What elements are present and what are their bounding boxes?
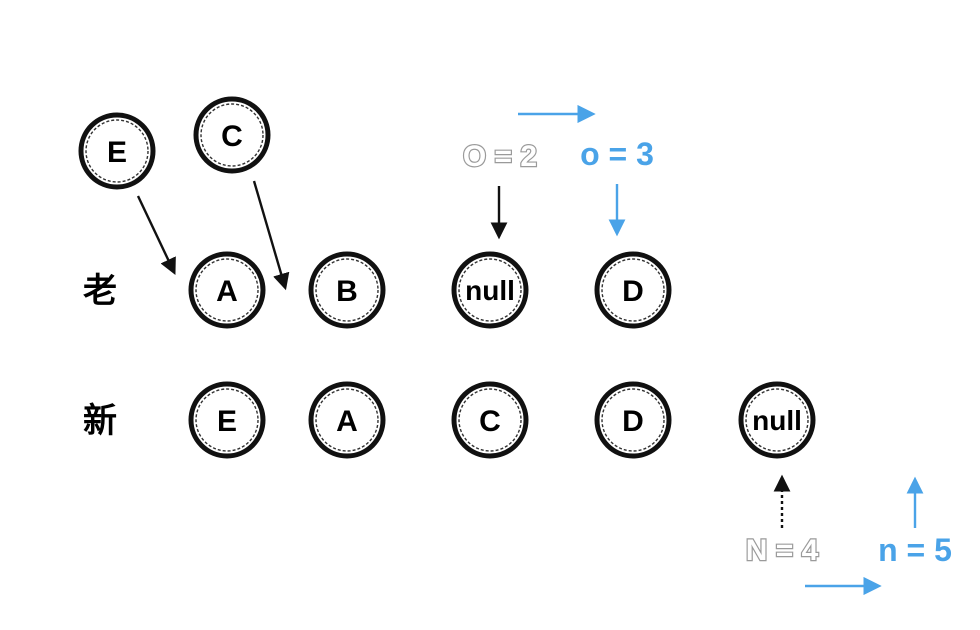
old-node-a: A: [188, 251, 266, 329]
arrow-c-to-b: [252, 180, 290, 291]
old-node-b: B: [308, 251, 386, 329]
node-label: C: [479, 405, 501, 438]
old-current-pointer-label: o = 3: [580, 136, 654, 172]
row-label-old: 老: [83, 271, 117, 311]
old-node-d: D: [594, 251, 672, 329]
node-label: D: [622, 405, 644, 438]
node-label: A: [216, 275, 238, 308]
old-prev-pointer-label: O = 2: [463, 140, 537, 173]
row-label-new: 新: [83, 401, 117, 441]
node-label: null: [465, 275, 515, 306]
node-label: A: [336, 405, 358, 438]
node-label: E: [107, 136, 127, 169]
node-label: D: [622, 275, 644, 308]
node-label: B: [336, 275, 358, 308]
new-node-null: null: [738, 381, 816, 459]
node-label: null: [752, 405, 802, 436]
loose-node-c: C: [193, 96, 271, 174]
node-label: E: [217, 405, 237, 438]
new-node-a: A: [308, 381, 386, 459]
new-node-e: E: [188, 381, 266, 459]
new-prev-pointer-label: N = 4: [746, 534, 819, 567]
node-label: C: [221, 120, 243, 153]
new-node-c: C: [451, 381, 529, 459]
arrow-e-to-a: [136, 195, 176, 276]
old-node-null: null: [451, 251, 529, 329]
new-current-pointer-label: n = 5: [878, 532, 952, 568]
loose-node-e: E: [78, 112, 156, 190]
new-node-d: D: [594, 381, 672, 459]
